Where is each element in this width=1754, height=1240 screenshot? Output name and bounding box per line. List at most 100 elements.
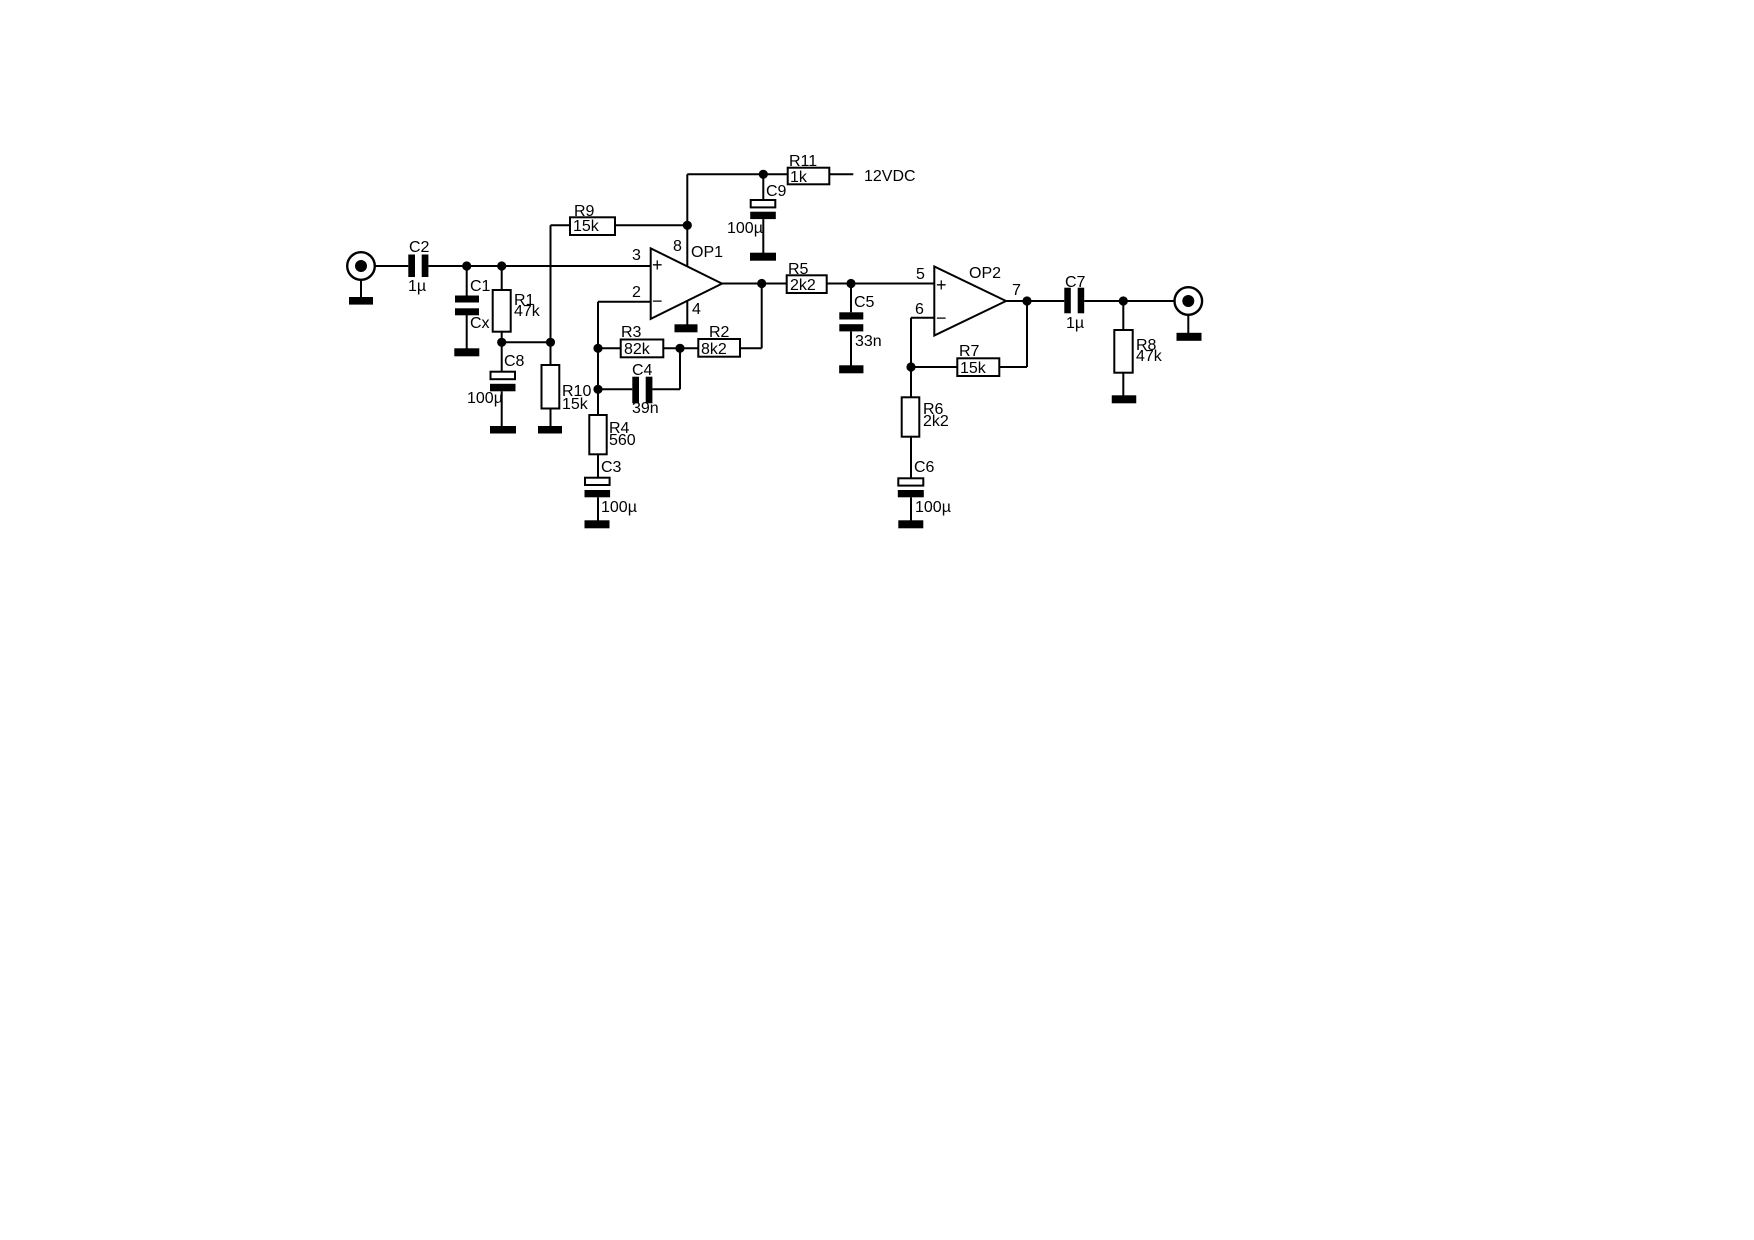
resistor-body <box>697 338 741 358</box>
resistor-name: R1 <box>514 292 535 309</box>
pin-label: 6 <box>915 301 924 318</box>
junction-dot <box>1022 296 1032 306</box>
resistor-name: R8 <box>1136 337 1157 354</box>
pin-label: 5 <box>916 266 925 283</box>
capacitor-value: 100µ <box>915 499 951 516</box>
capacitor-value: Cx <box>470 315 490 332</box>
capacitor-plate <box>490 383 516 392</box>
capacitor-name: C7 <box>1065 274 1086 291</box>
junction-dot <box>906 362 916 372</box>
capacitor-value: 39n <box>632 400 659 417</box>
ground-symbol <box>898 520 924 529</box>
capacitor-plate <box>839 324 864 332</box>
capacitor-value: 33n <box>855 333 882 350</box>
capacitor-positive-plate <box>749 199 777 209</box>
ground-symbol <box>1111 395 1137 404</box>
resistor-value: 15k <box>960 360 987 377</box>
junction-dot <box>462 261 472 271</box>
junction-dot <box>757 278 767 289</box>
ground-symbol <box>349 297 373 305</box>
resistor-value: 47k <box>514 303 541 320</box>
junction-dot <box>593 343 603 353</box>
resistor-name: R4 <box>609 420 630 437</box>
capacitor-name: C6 <box>914 459 935 476</box>
input-jack <box>346 250 377 281</box>
junction-dot <box>593 384 603 394</box>
junction-dot <box>682 220 692 230</box>
pin-label: 7 <box>1012 282 1021 299</box>
capacitor-C6: C6 100µ <box>897 459 951 516</box>
resistor-value: 15k <box>573 218 600 235</box>
ground-symbol <box>839 365 864 374</box>
pin-label: 3 <box>632 247 641 264</box>
resistor-name: R6 <box>923 401 944 418</box>
resistor-body <box>569 216 616 237</box>
capacitor-value: 1µ <box>1066 315 1084 332</box>
resistor-value: 82k <box>624 341 651 358</box>
capacitor-positive-plate <box>897 477 925 487</box>
resistor-body <box>619 338 665 359</box>
capacitor-plate <box>839 312 864 320</box>
capacitor-plate <box>584 490 611 498</box>
capacitor-name: C2 <box>409 239 430 256</box>
resistor-name: R5 <box>788 261 809 278</box>
minus-sign: − <box>652 291 663 311</box>
power-label-12vdc: 12VDC <box>864 168 916 185</box>
minus-sign: − <box>936 308 947 328</box>
capacitor-plate <box>1077 287 1085 314</box>
opamp-OP2: + − OP2 5 6 7 <box>915 264 1021 338</box>
resistor-body <box>956 357 1001 377</box>
junction-dot <box>1118 296 1128 306</box>
capacitor-plate <box>421 254 429 277</box>
capacitor-name: C5 <box>854 294 875 311</box>
capacitor-name: C3 <box>601 459 622 476</box>
resistor-name: R9 <box>574 203 595 220</box>
junction-dot <box>497 337 507 347</box>
junction-dot <box>675 343 685 353</box>
pin-label: 2 <box>632 284 641 301</box>
opamp-triangle <box>933 264 1009 338</box>
opamp-triangle <box>649 246 725 321</box>
capacitor-C7: C7 1µ <box>1064 274 1086 332</box>
capacitor-plate <box>455 308 479 316</box>
ground-symbol <box>490 426 516 434</box>
capacitor-value: 1µ <box>408 278 426 295</box>
capacitor-value: 100µ <box>467 390 503 407</box>
resistor-body <box>588 414 608 456</box>
resistor-value: 47k <box>1136 348 1163 365</box>
pin-label: 4 <box>692 301 701 318</box>
capacitor-value: 100µ <box>727 220 763 237</box>
pin-label: 8 <box>673 238 682 255</box>
jack-center-pin <box>1182 295 1195 307</box>
capacitor-plate <box>408 254 415 277</box>
opamp-label: OP2 <box>969 265 1001 282</box>
resistor-value: 560 <box>609 432 636 449</box>
junction-dot <box>545 337 556 347</box>
ground-symbol <box>750 252 776 261</box>
resistor-name: R2 <box>709 324 730 341</box>
plus-sign: + <box>936 275 947 295</box>
ground-symbol <box>538 426 562 434</box>
opamp-label: OP1 <box>691 244 723 261</box>
resistor-name: R3 <box>621 324 642 341</box>
resistor-value: 2k2 <box>923 413 949 430</box>
junction-dot <box>758 169 768 179</box>
resistor-body <box>786 166 831 186</box>
capacitor-name: C1 <box>470 278 491 295</box>
capacitor-plate <box>750 211 776 220</box>
resistor-name: R11 <box>789 153 817 170</box>
